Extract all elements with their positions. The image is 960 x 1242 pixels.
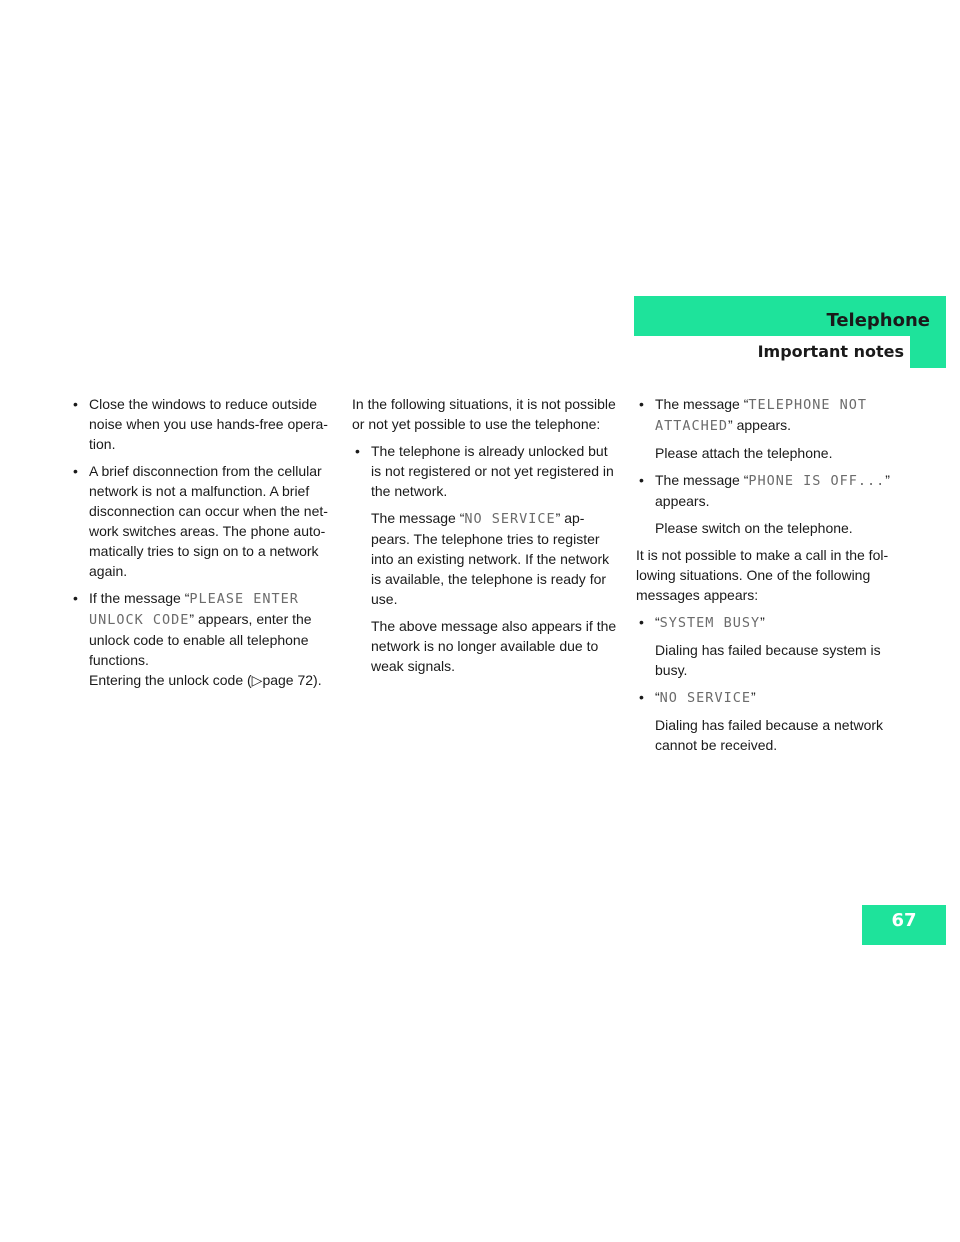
display-message: PLEASE ENTER UNLOCK CODE: [89, 591, 299, 628]
display-message: NO SERVICE: [659, 690, 751, 706]
reference-text: Entering the unlock code (: [89, 672, 252, 688]
page-number-tab: 67: [862, 905, 946, 945]
bullet-system-busy: “SYSTEM BUSY”: [636, 612, 904, 633]
intro-paragraph: In the following situations, it is not p…: [352, 396, 616, 432]
column-left: Close the windows to reduce outside nois…: [70, 394, 332, 697]
subsection-title: Important notes: [757, 342, 904, 361]
bullet-brief-disconnection: A brief disconnection from the cellular …: [70, 461, 332, 581]
bullet-unlock-code: If the message “PLEASE ENTER UNLOCK CODE…: [70, 588, 332, 690]
message-paragraph: The message “NO SERVICE” ap- pears. The …: [352, 508, 618, 609]
page-number: 67: [891, 910, 917, 931]
bullet-text: ” appears, enter the unlock code to enab…: [89, 611, 312, 668]
section-title: Telephone: [826, 310, 930, 331]
instruction-attach: Please attach the telephone.: [655, 445, 833, 461]
display-message: SYSTEM BUSY: [659, 615, 761, 631]
display-message: PHONE IS OFF...: [748, 473, 886, 489]
page-reference-link[interactable]: page 72).: [262, 672, 322, 688]
quote-close: ”: [750, 689, 756, 705]
bullet-text: The message “: [655, 472, 749, 488]
column-right: The message “TELEPHONE NOT ATTACHED” app…: [636, 394, 904, 762]
display-message: TELEPHONE NOT ATTACHED: [655, 397, 868, 434]
column-middle: In the following situations, it is not p…: [352, 394, 618, 683]
quote-open: “: [655, 689, 660, 705]
note-paragraph: The above message also appears if the ne…: [371, 618, 617, 674]
instruction-switch-on: Please switch on the telephone.: [655, 520, 853, 536]
paragraph-text: The message “: [371, 510, 465, 526]
bullet-phone-is-off: The message “PHONE IS OFF...” appears.: [636, 470, 904, 511]
quote-open: “: [655, 614, 660, 630]
bullet-close-windows: Close the windows to reduce outside nois…: [70, 394, 332, 454]
bullet-no-service: “NO SERVICE”: [636, 687, 904, 708]
explanation-system-busy: Dialing has failed because system is bus…: [655, 642, 881, 678]
intro-paragraph: It is not possible to make a call in the…: [636, 547, 889, 603]
explanation-no-service: Dialing has failed because a network can…: [655, 717, 884, 753]
bullet-not-registered: The telephone is already unlocked but is…: [352, 441, 618, 501]
bullet-text: The message “: [655, 396, 749, 412]
bullet-text: ” appears.: [655, 472, 890, 509]
bullet-telephone-not-attached: The message “TELEPHONE NOT ATTACHED” app…: [636, 394, 904, 436]
quote-close: ”: [760, 614, 765, 630]
page-ref-arrow-icon: ▷: [251, 672, 263, 688]
bullet-text: ” appears.: [728, 417, 792, 433]
paragraph-text: ” ap- pears. The telephone tries to regi…: [371, 510, 610, 607]
display-message: NO SERVICE: [464, 511, 556, 527]
section-header: Telephone Important notes: [634, 296, 946, 368]
subsection-strip: Important notes: [634, 336, 910, 368]
bullet-text: If the message “: [89, 590, 190, 606]
